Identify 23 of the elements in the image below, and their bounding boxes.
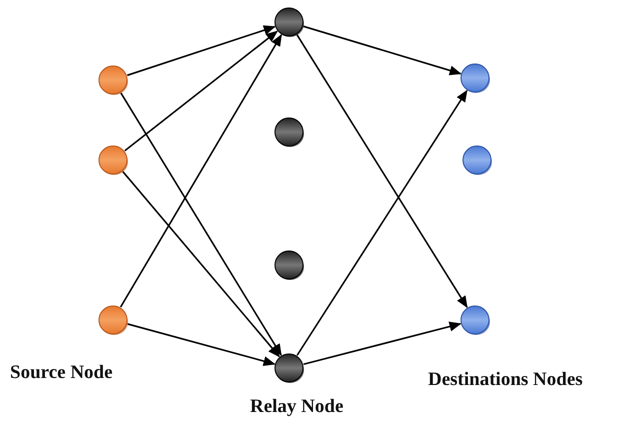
arrow — [296, 34, 468, 308]
arrow — [296, 90, 468, 356]
node-circle — [459, 62, 491, 94]
node-circle — [273, 116, 305, 148]
arrow — [124, 30, 278, 152]
column-label: Destinations Nodes — [428, 369, 583, 391]
node-circle — [461, 144, 493, 176]
column-label: Relay Node — [250, 396, 344, 418]
node-circle — [97, 304, 129, 336]
arrow — [303, 322, 462, 366]
node-circle — [459, 304, 491, 336]
arrow — [122, 170, 280, 358]
node-circle — [97, 64, 129, 96]
arrow — [127, 25, 276, 76]
node-circle — [273, 249, 305, 281]
arrow — [127, 323, 276, 366]
arrow — [303, 26, 462, 76]
node-circle — [97, 144, 129, 176]
node-circle — [273, 352, 305, 384]
arrow — [120, 34, 282, 308]
node-circle — [273, 6, 305, 38]
column-label: Source Node — [10, 362, 113, 384]
arrow — [120, 92, 282, 356]
